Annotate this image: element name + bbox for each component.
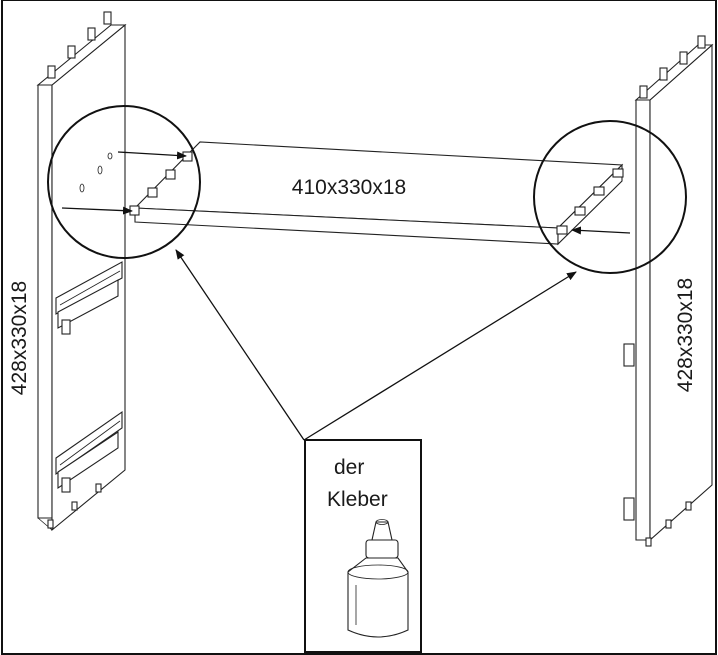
left-panel-dimension-label: 428x330x18 bbox=[8, 281, 31, 395]
right-side-panel bbox=[623, 35, 714, 547]
glue-label-line1: der bbox=[334, 456, 364, 479]
right-panel-dimension-label: 428x330x18 bbox=[674, 278, 697, 392]
right-detail-circle bbox=[533, 120, 687, 274]
shelf-board bbox=[129, 141, 624, 246]
left-upper-runner bbox=[55, 261, 123, 335]
shelf-dimension-label: 410x330x18 bbox=[292, 176, 406, 199]
glue-bottle-icon bbox=[347, 519, 409, 638]
left-detail-circle bbox=[47, 105, 201, 259]
glue-label-line2: Kleber bbox=[327, 488, 388, 511]
left-side-panel bbox=[36, 11, 127, 532]
left-lower-runner bbox=[55, 410, 123, 493]
left-panel-dowels bbox=[47, 11, 112, 79]
